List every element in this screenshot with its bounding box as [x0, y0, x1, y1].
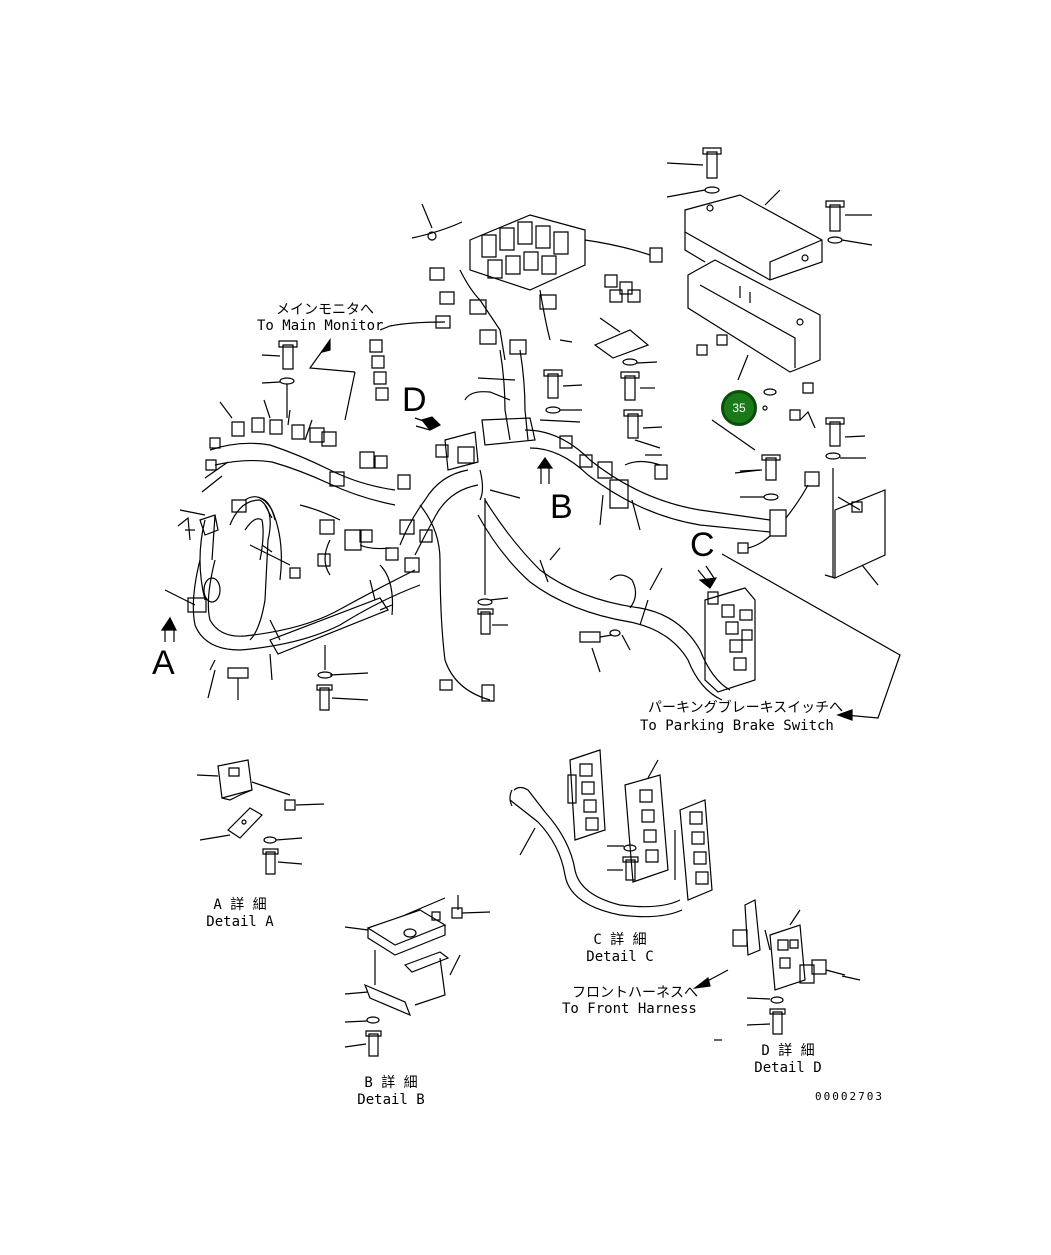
main-monitor-label-en: To Main Monitor: [257, 318, 384, 334]
detail-b-title-en: Detail B: [357, 1092, 425, 1108]
detail-c-title-jp: C 詳 細: [593, 932, 647, 948]
main-monitor-label-jp: メインモニタへ: [276, 302, 374, 318]
view-letter-a: A: [152, 644, 175, 682]
view-letter-b: B: [550, 488, 573, 526]
fuse-block-c: [705, 588, 755, 692]
front-harness-label-en: To Front Harness: [562, 1001, 697, 1017]
parking-brake-leader: [722, 554, 900, 720]
detail-a-title-en: Detail A: [206, 914, 274, 930]
d-bracket-area: [400, 432, 520, 634]
detail-d-title-jp: D 詳 細: [761, 1043, 815, 1059]
drawing-number: 00002703: [815, 1090, 884, 1103]
front-harness-label-jp: フロントハーネスへ: [572, 985, 698, 1001]
lower-left-hardware: [270, 598, 388, 710]
detail-d-drawing: [714, 900, 860, 1040]
detail-a-drawing: [197, 760, 324, 874]
center-bolts: [544, 318, 780, 500]
cover-box: [685, 190, 822, 380]
lower-left-loop: [165, 500, 420, 700]
part-marker-35[interactable]: 35: [721, 390, 757, 426]
center-right-harness: [525, 420, 819, 553]
detail-b-title-jp: B 詳 細: [364, 1075, 418, 1091]
main-monitor-branch: [310, 322, 445, 420]
middle-drop-wire: [360, 505, 494, 701]
detail-c-title-en: Detail C: [586, 949, 654, 965]
bracket-plate: [825, 468, 885, 585]
view-letter-c: C: [690, 526, 715, 564]
parking-brake-harness: [478, 500, 730, 700]
fuse-relay-cluster: [412, 204, 662, 360]
front-harness-arrow: [695, 970, 728, 988]
view-letter-d: D: [402, 381, 427, 419]
parking-brake-label-en: To Parking Brake Switch: [640, 718, 834, 734]
cover-hardware: [667, 148, 872, 473]
detail-c-drawing: [510, 750, 712, 917]
detail-a-title-jp: A 詳 細: [213, 897, 267, 913]
detail-b-drawing: [345, 895, 490, 1056]
upper-left-bolts: [262, 341, 297, 418]
detail-d-title-en: Detail D: [754, 1060, 822, 1076]
view-arrows[interactable]: [162, 417, 716, 642]
parking-brake-label-jp: パーキングブレーキスイッチへ: [648, 700, 844, 716]
main-trunk: [465, 350, 535, 445]
left-harness: [202, 400, 410, 580]
